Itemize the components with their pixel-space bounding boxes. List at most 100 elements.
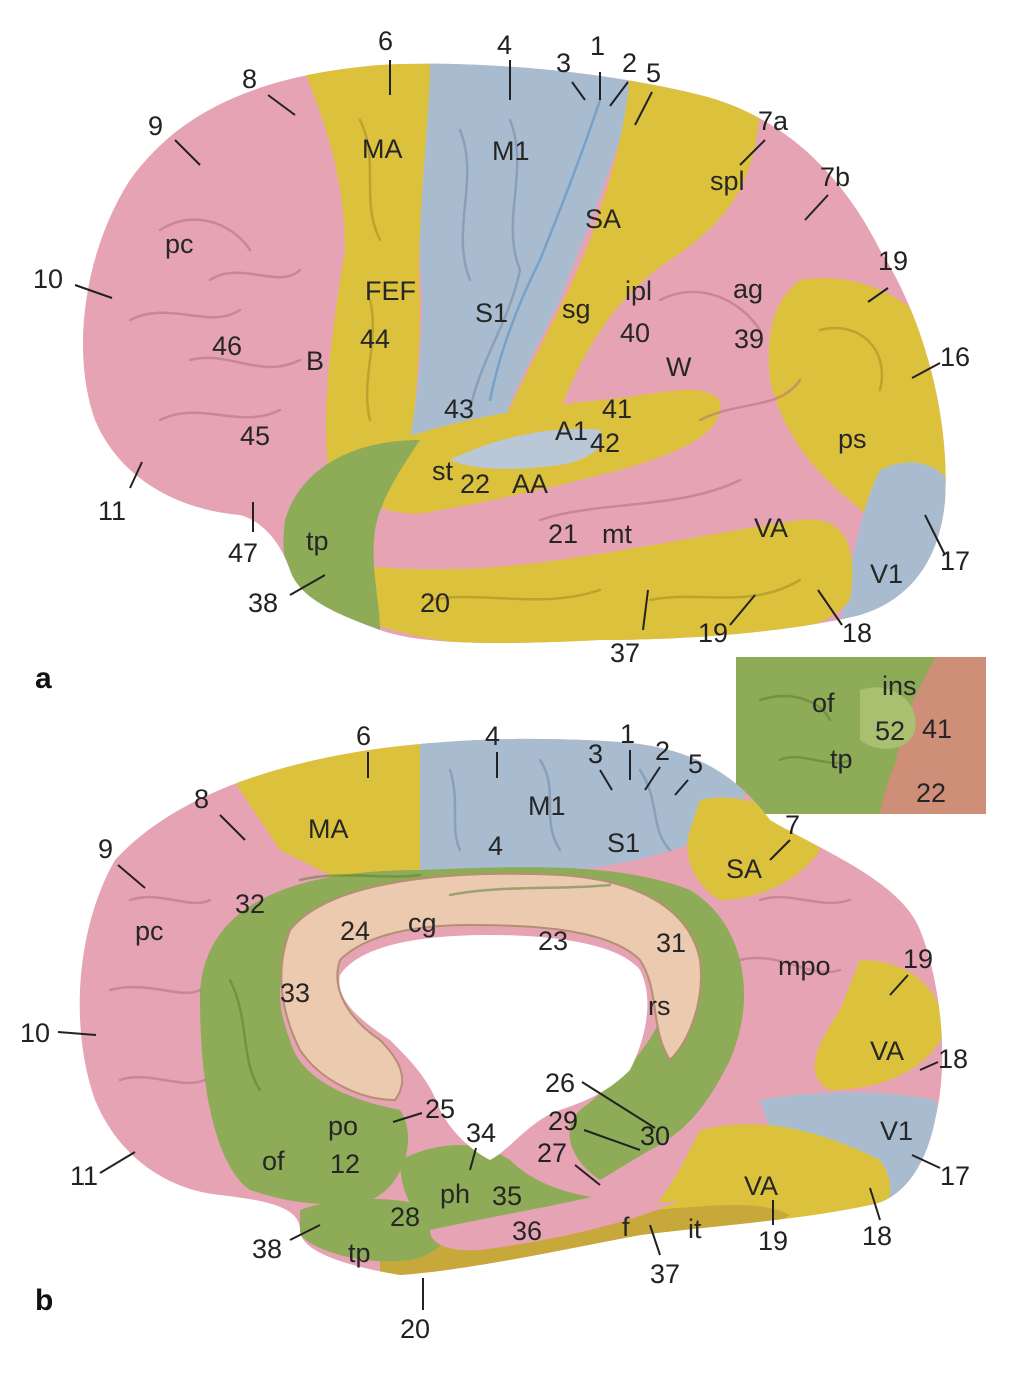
med-area-of: of (262, 1146, 285, 1176)
lat-label-19-top: 19 (878, 246, 908, 276)
lat-label-19-bottom: 19 (698, 618, 728, 648)
lat-label-16: 16 (940, 342, 970, 372)
lat-area-MA: MA (362, 134, 403, 164)
lat-area-ag: ag (733, 274, 763, 304)
med-label-25: 25 (425, 1094, 455, 1124)
region-parahippocampal-pink (430, 1195, 680, 1251)
med-label-8: 8 (194, 784, 209, 814)
med-inner-31: 31 (656, 928, 686, 958)
med-inner-36: 36 (512, 1216, 542, 1246)
lat-label-2: 2 (622, 48, 637, 78)
med-inner-23: 23 (538, 926, 568, 956)
corpus-callosum (280, 872, 702, 1102)
panel-label-b: b (35, 1284, 53, 1317)
med-inner-24: 24 (340, 916, 370, 946)
lat-label-11: 11 (98, 496, 126, 526)
lat-label-9: 9 (148, 111, 163, 141)
med-area-V1: V1 (880, 1116, 913, 1146)
region-visual-association-medial-upper (814, 960, 943, 1090)
lateral-leader-lines (74, 60, 946, 631)
lat-inner-40: 40 (620, 318, 650, 348)
lat-label-38: 38 (248, 588, 278, 618)
lat-label-5: 5 (646, 58, 661, 88)
lat-area-mt: mt (602, 519, 632, 549)
med-area-it: it (688, 1214, 702, 1244)
lat-area-pc: pc (165, 229, 194, 259)
insula-inset: ins of 52 41 tp 22 (736, 657, 986, 814)
med-label-37: 37 (650, 1259, 680, 1289)
lat-area-B: B (306, 346, 324, 376)
lat-inner-45: 45 (240, 421, 270, 451)
inset-number-52: 52 (875, 716, 905, 746)
lat-label-1: 1 (590, 31, 605, 61)
lat-inner-46: 46 (212, 331, 242, 361)
med-label-20: 20 (400, 1314, 430, 1344)
inset-area-of: of (812, 688, 835, 718)
lateral-brain: 6 4 3 1 2 5 8 9 7a 7b 10 19 16 11 47 38 … (33, 26, 970, 668)
lateral-inner-numbers: 46 44 45 43 40 39 41 42 22 21 20 (212, 318, 764, 618)
insula-region-lighter (860, 687, 916, 749)
region-somatosensory-association-lateral (500, 63, 760, 430)
lat-area-V1: V1 (870, 559, 903, 589)
region-temporal-pole-medial (300, 1198, 449, 1262)
med-label-4: 4 (485, 721, 500, 751)
lat-area-AA: AA (512, 469, 548, 499)
lat-label-7a: 7a (758, 106, 789, 136)
med-label-7: 7 (785, 810, 800, 840)
region-inferior-temporal-yellow (330, 519, 853, 643)
lat-inner-20: 20 (420, 588, 450, 618)
med-area-ph: ph (440, 1179, 470, 1209)
region-limbic-cingulate (200, 867, 745, 1205)
inset-area-tp: tp (830, 744, 853, 774)
lat-area-ps: ps (838, 424, 867, 454)
lateral-brodmann-labels: 6 4 3 1 2 5 8 9 7a 7b 10 19 16 11 47 38 … (33, 26, 970, 668)
region-primary-motor-sensory-medial (419, 738, 748, 880)
med-inner-33: 33 (280, 978, 310, 1008)
med-inner-28: 28 (390, 1202, 420, 1232)
lat-area-M1: M1 (492, 136, 530, 166)
lat-inner-41: 41 (602, 394, 632, 424)
panel-label-a: a (35, 662, 52, 695)
inset-number-41: 41 (922, 714, 952, 744)
lateral-area-labels: MA M1 SA spl pc FEF S1 sg ipl ag B W A1 … (165, 134, 903, 589)
medial-area-labels: MA M1 S1 SA pc cg mpo rs VA po of ph V1 … (135, 791, 913, 1268)
lat-area-A1: A1 (555, 416, 588, 446)
lat-label-3: 3 (556, 48, 571, 78)
lat-inner-21: 21 (548, 519, 578, 549)
med-area-f: f (622, 1212, 630, 1242)
lat-label-6: 6 (378, 26, 393, 56)
lat-label-17: 17 (940, 546, 970, 576)
med-label-11: 11 (70, 1161, 98, 1191)
med-inner-4: 4 (488, 831, 503, 861)
inset-number-22: 22 (916, 778, 946, 808)
lat-inner-39: 39 (734, 324, 764, 354)
lat-area-VA: VA (754, 513, 788, 543)
lat-label-10: 10 (33, 264, 63, 294)
med-inner-12: 12 (330, 1149, 360, 1179)
lat-area-st: st (432, 456, 454, 486)
lat-inner-22: 22 (460, 469, 490, 499)
med-area-pc: pc (135, 916, 164, 946)
med-label-9: 9 (98, 834, 113, 864)
lat-area-sg: sg (562, 294, 591, 324)
med-area-mpo: mpo (778, 951, 831, 981)
med-area-tp: tp (348, 1238, 371, 1268)
med-area-MA: MA (308, 814, 349, 844)
med-label-26: 26 (545, 1068, 575, 1098)
med-area-M1: M1 (528, 791, 566, 821)
med-label-27: 27 (537, 1138, 567, 1168)
lat-inner-43: 43 (444, 394, 474, 424)
lateral-sulci (128, 98, 884, 602)
med-inner-32: 32 (235, 889, 265, 919)
med-label-5: 5 (688, 749, 703, 779)
lat-area-W: W (666, 352, 692, 382)
med-area-S1: S1 (607, 828, 640, 858)
med-label-3: 3 (588, 739, 603, 769)
med-label-1: 1 (620, 719, 635, 749)
medial-brain: 6 4 3 1 2 5 8 7 9 19 10 18 26 25 34 29 3… (20, 719, 970, 1344)
med-label-29: 29 (548, 1106, 578, 1136)
med-area-cg: cg (408, 908, 437, 938)
med-area-SA: SA (726, 854, 762, 884)
